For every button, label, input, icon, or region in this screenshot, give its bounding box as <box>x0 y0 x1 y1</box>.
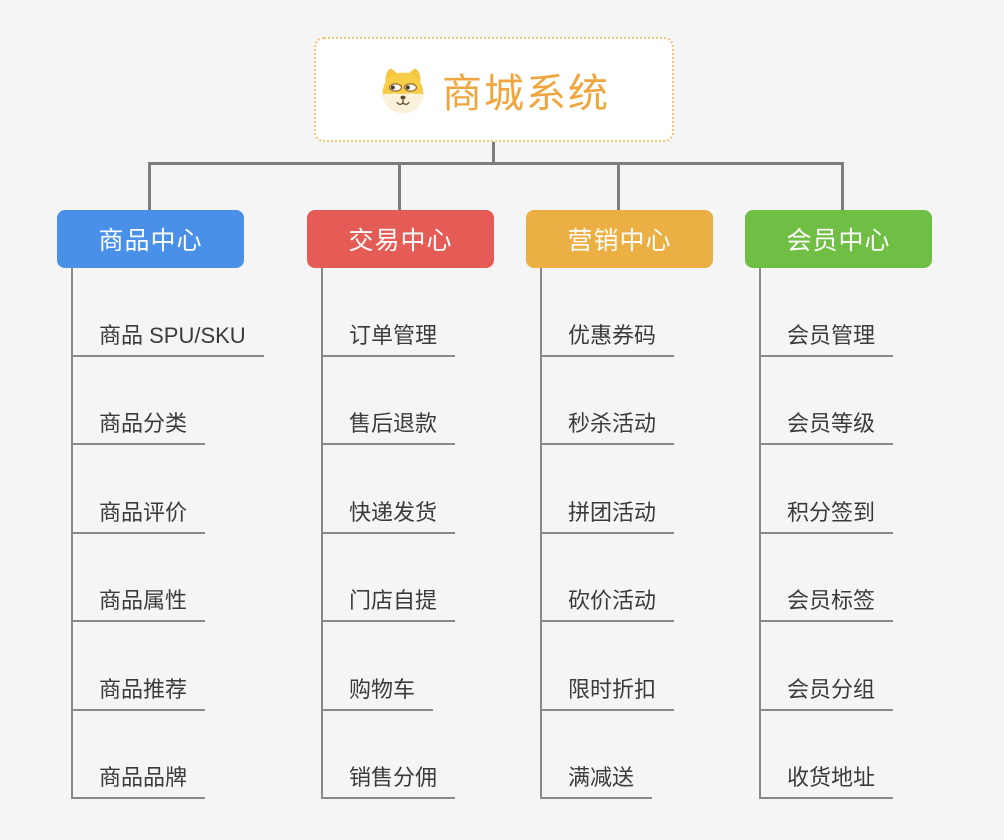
leaf-node[interactable]: 优惠券码 <box>542 268 675 357</box>
branch-drop-line-2 <box>398 162 401 212</box>
branch-drop-line-1 <box>148 162 151 212</box>
leaf-node[interactable]: 门店自提 <box>323 534 456 622</box>
leaf-column-member: 会员管理 会员等级 积分签到 会员标签 会员分组 收货地址 <box>759 268 894 799</box>
root-drop-line <box>492 142 495 164</box>
leaf-column-product: 商品 SPU/SKU 商品分类 商品评价 商品属性 商品推荐 商品品牌 <box>71 268 264 799</box>
leaf-node[interactable]: 会员标签 <box>761 534 894 622</box>
leaf-column-marketing: 优惠券码 秒杀活动 拼团活动 砍价活动 限时折扣 满减送 <box>540 268 675 799</box>
leaf-node[interactable]: 砍价活动 <box>542 534 675 622</box>
leaf-node[interactable]: 会员分组 <box>761 622 894 711</box>
leaf-node[interactable]: 拼团活动 <box>542 445 675 534</box>
leaf-node[interactable]: 商品推荐 <box>73 622 206 711</box>
branch-node-product[interactable]: 商品中心 <box>57 210 244 268</box>
branch-node-member[interactable]: 会员中心 <box>745 210 932 268</box>
leaf-node[interactable]: 订单管理 <box>323 268 456 357</box>
branch-label: 商品中心 <box>98 227 203 255</box>
branch-node-marketing[interactable]: 营销中心 <box>526 210 713 268</box>
leaf-column-trade: 订单管理 售后退款 快递发货 门店自提 购物车 销售分佣 <box>321 268 456 799</box>
branch-drop-line-3 <box>617 162 620 212</box>
leaf-node[interactable]: 积分签到 <box>761 445 894 534</box>
root-node[interactable]: 商城系统 <box>314 37 674 142</box>
leaf-node[interactable]: 会员等级 <box>761 357 894 445</box>
leaf-node[interactable]: 秒杀活动 <box>542 357 675 445</box>
leaf-node[interactable]: 商品品牌 <box>73 711 206 799</box>
leaf-node[interactable]: 销售分佣 <box>323 711 456 799</box>
leaf-node[interactable]: 会员管理 <box>761 268 894 357</box>
leaf-node[interactable]: 限时折扣 <box>542 622 675 711</box>
leaf-node[interactable]: 购物车 <box>323 622 434 711</box>
root-title: 商城系统 <box>442 71 610 116</box>
branch-bus-line <box>148 162 844 165</box>
leaf-node[interactable]: 商品 SPU/SKU <box>73 268 264 357</box>
branch-label: 交易中心 <box>348 227 453 255</box>
leaf-node[interactable]: 商品属性 <box>73 534 206 622</box>
leaf-node[interactable]: 售后退款 <box>323 357 456 445</box>
leaf-node[interactable]: 商品评价 <box>73 445 206 534</box>
dog-face-icon <box>382 68 424 113</box>
leaf-node[interactable]: 商品分类 <box>73 357 206 445</box>
leaf-node[interactable]: 满减送 <box>542 711 653 799</box>
branch-node-trade[interactable]: 交易中心 <box>307 210 494 268</box>
leaf-node[interactable]: 收货地址 <box>761 711 894 799</box>
branch-label: 会员中心 <box>786 227 891 255</box>
branch-drop-line-4 <box>841 162 844 212</box>
branch-label: 营销中心 <box>567 227 672 255</box>
leaf-node[interactable]: 快递发货 <box>323 445 456 534</box>
